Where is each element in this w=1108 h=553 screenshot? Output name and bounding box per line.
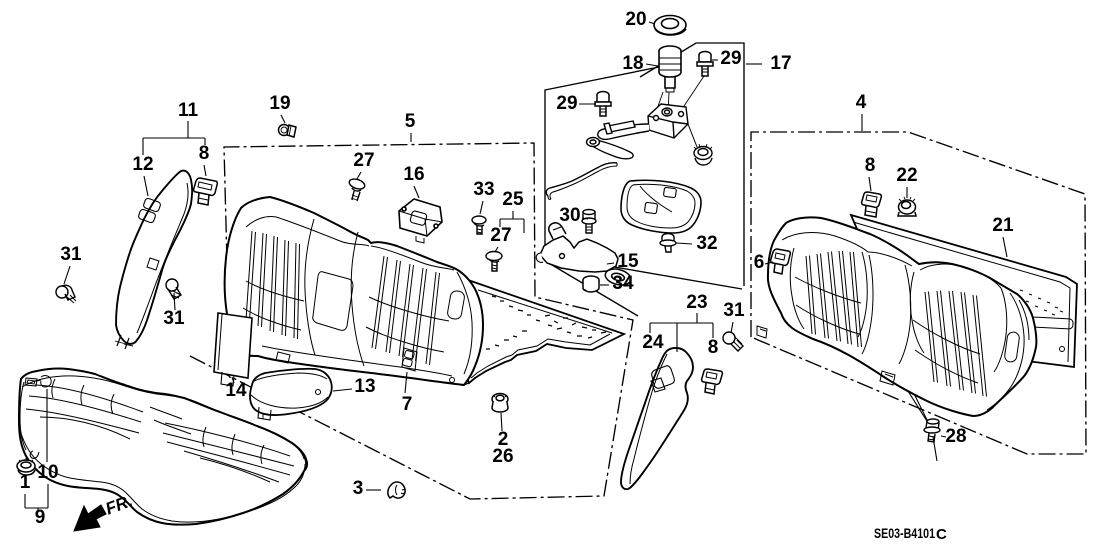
- svg-text:8: 8: [865, 155, 876, 176]
- svg-text:15: 15: [617, 251, 639, 272]
- svg-text:8: 8: [199, 143, 210, 164]
- svg-text:10: 10: [37, 462, 58, 483]
- svg-text:24: 24: [642, 332, 664, 353]
- svg-text:29: 29: [556, 93, 577, 114]
- svg-text:19: 19: [269, 93, 290, 114]
- svg-text:14: 14: [225, 380, 247, 401]
- svg-text:31: 31: [723, 300, 745, 321]
- svg-text:7: 7: [402, 394, 413, 415]
- svg-text:32: 32: [696, 233, 717, 254]
- svg-text:11: 11: [178, 100, 199, 121]
- svg-text:6: 6: [754, 252, 765, 273]
- svg-text:16: 16: [403, 164, 424, 185]
- svg-text:34: 34: [612, 273, 634, 294]
- svg-text:22: 22: [896, 165, 917, 186]
- svg-text:2: 2: [498, 429, 509, 450]
- svg-text:SE03-B4101: SE03-B4101: [874, 526, 935, 541]
- svg-text:30: 30: [559, 205, 580, 226]
- svg-text:20: 20: [625, 9, 646, 30]
- svg-text:1: 1: [20, 472, 31, 493]
- svg-text:27: 27: [353, 150, 374, 171]
- svg-text:33: 33: [473, 179, 494, 200]
- svg-text:31: 31: [163, 308, 185, 329]
- svg-text:9: 9: [35, 507, 46, 528]
- svg-text:23: 23: [686, 292, 707, 313]
- svg-text:31: 31: [60, 244, 82, 265]
- svg-text:26: 26: [492, 446, 513, 467]
- svg-text:C: C: [936, 526, 947, 543]
- svg-text:21: 21: [992, 215, 1014, 236]
- svg-text:18: 18: [622, 53, 643, 74]
- svg-text:27: 27: [490, 225, 511, 246]
- svg-text:17: 17: [770, 53, 791, 74]
- svg-text:25: 25: [502, 189, 524, 210]
- svg-text:29: 29: [720, 48, 741, 69]
- svg-text:5: 5: [405, 111, 416, 132]
- svg-text:3: 3: [353, 478, 364, 499]
- svg-text:4: 4: [856, 92, 867, 113]
- svg-text:8: 8: [708, 337, 719, 358]
- svg-text:13: 13: [354, 376, 375, 397]
- svg-text:12: 12: [132, 154, 153, 175]
- svg-text:28: 28: [945, 426, 966, 447]
